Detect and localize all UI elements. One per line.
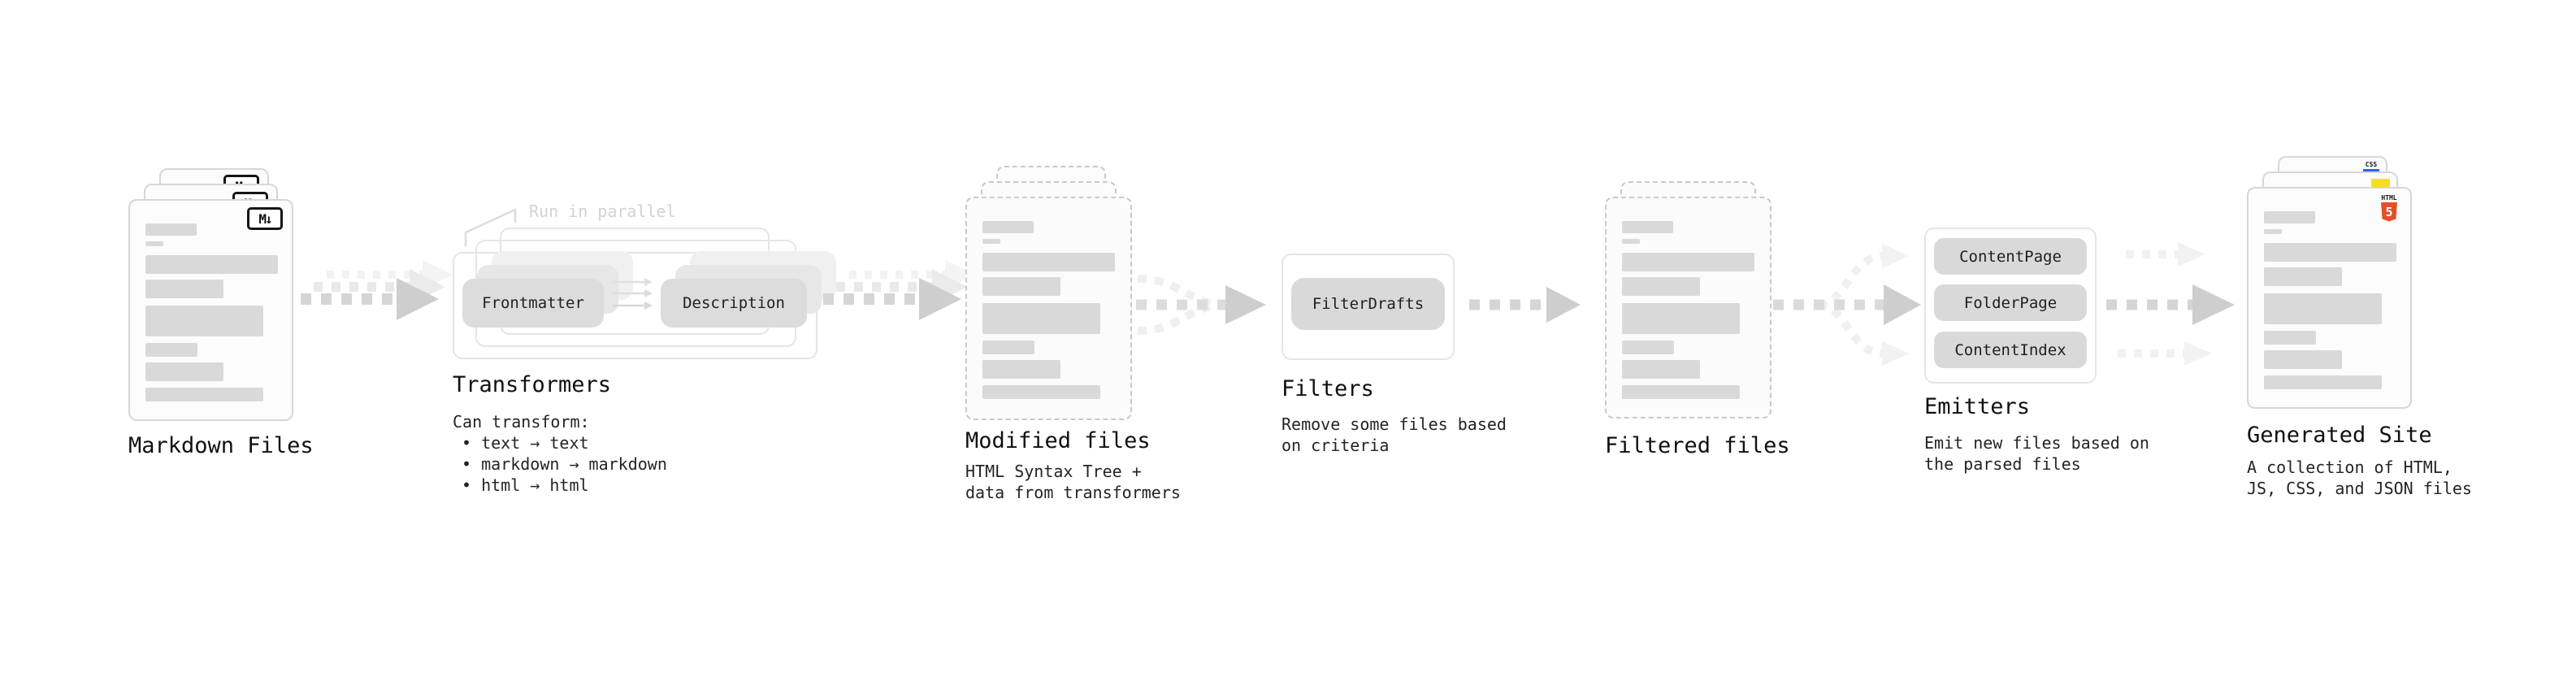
content-bar bbox=[1622, 360, 1700, 379]
content-bar bbox=[145, 306, 263, 336]
content-bar bbox=[2264, 229, 2282, 234]
flow-arrow-triple-icon bbox=[2106, 242, 2235, 366]
content-bar bbox=[982, 221, 1034, 233]
html5-icon: HTML 5 bbox=[2381, 194, 2397, 222]
file-card: HTML 5 bbox=[2247, 187, 2412, 409]
content-bar bbox=[1622, 239, 1640, 244]
stage-label: Filtered files bbox=[1605, 433, 1790, 458]
content-bar bbox=[1622, 385, 1740, 399]
stage-transformers: Run in parallel Frontmatter Description … bbox=[453, 195, 836, 520]
file-content-placeholder bbox=[145, 223, 278, 401]
content-bar bbox=[982, 239, 1000, 244]
content-bar bbox=[1622, 340, 1674, 354]
flow-arrow-icon bbox=[301, 260, 453, 320]
pill-contentpage: ContentPage bbox=[1934, 238, 2087, 275]
flow-arrow-icon bbox=[823, 260, 976, 320]
content-bar bbox=[982, 385, 1100, 399]
content-bar bbox=[145, 255, 278, 274]
file-content-placeholder bbox=[982, 221, 1115, 399]
stage-modified-files: Modified files HTML Syntax Tree + data f… bbox=[965, 166, 1181, 507]
content-bar bbox=[145, 280, 223, 298]
content-bar bbox=[145, 241, 163, 246]
pill-folderpage: FolderPage bbox=[1934, 284, 2087, 321]
content-bar bbox=[1622, 253, 1754, 271]
file-content-placeholder bbox=[2264, 211, 2396, 389]
pill-description: Description bbox=[661, 279, 807, 327]
pill-contentindex: ContentIndex bbox=[1934, 332, 2087, 368]
pill-frontmatter: Frontmatter bbox=[462, 279, 604, 327]
css-icon-bar bbox=[2363, 169, 2379, 172]
description-line: the parsed files bbox=[1924, 454, 2081, 474]
flow-arrow-icon bbox=[1469, 287, 1581, 323]
content-bar bbox=[145, 362, 223, 381]
stage-markdown-files: M↓ M↓ M↓ Markdown Files bbox=[128, 168, 340, 493]
stage-label: Markdown Files bbox=[128, 433, 314, 458]
stage-description: Can transform: • text → text • markdown … bbox=[453, 411, 667, 496]
stage-filters: FilterDrafts Filters Remove some files b… bbox=[1281, 254, 1507, 481]
transform-arrow-icon bbox=[613, 301, 653, 310]
content-bar bbox=[982, 360, 1060, 379]
file-card bbox=[965, 197, 1132, 420]
flow-arrow-merge-icon bbox=[1136, 275, 1266, 335]
content-bar bbox=[2264, 211, 2315, 223]
content-bar bbox=[982, 340, 1034, 354]
stage-label: Generated Site bbox=[2247, 423, 2432, 448]
flow-arrow-split-icon bbox=[1773, 244, 1921, 366]
run-in-parallel-annotation: Run in parallel bbox=[529, 202, 676, 221]
file-content-placeholder bbox=[1622, 221, 1754, 399]
stage-generated-site: CSS HTML 5 Generated Site A collection o… bbox=[2247, 156, 2472, 505]
stage-label: Emitters bbox=[1924, 394, 2031, 419]
description-line: • markdown → markdown bbox=[462, 454, 667, 474]
stage-emitters: ContentPage FolderPage ContentIndex Emit… bbox=[1924, 228, 2149, 488]
stage-filtered-files: Filtered files bbox=[1605, 181, 1816, 506]
content-bar bbox=[2264, 350, 2342, 369]
stage-label: Transformers bbox=[453, 372, 612, 397]
description-line: Emit new files based on bbox=[1924, 433, 2149, 453]
content-bar bbox=[1622, 221, 1673, 233]
annotation-leader-line bbox=[464, 208, 517, 247]
stage-description: A collection of HTML, JS, CSS, and JSON … bbox=[2247, 457, 2472, 499]
transform-arrow-icon bbox=[613, 278, 653, 286]
content-bar bbox=[1622, 277, 1700, 296]
description-line: A collection of HTML, bbox=[2247, 458, 2452, 477]
stage-label: Filters bbox=[1281, 376, 1374, 401]
transform-arrow-icon bbox=[613, 289, 653, 297]
css-icon: CSS bbox=[2363, 161, 2379, 172]
description-line: • html → html bbox=[462, 475, 589, 495]
file-card: M↓ bbox=[128, 199, 293, 421]
content-bar bbox=[145, 388, 263, 401]
stage-description: Remove some files based on criteria bbox=[1281, 414, 1507, 456]
content-bar bbox=[145, 223, 197, 236]
pill-filterdrafts: FilterDrafts bbox=[1291, 278, 1445, 330]
content-bar bbox=[982, 277, 1060, 296]
description-line: Remove some files based bbox=[1281, 414, 1507, 434]
description-line: data from transformers bbox=[965, 483, 1181, 502]
markdown-icon: M↓ bbox=[247, 207, 283, 230]
svg-text:5: 5 bbox=[2385, 205, 2392, 219]
content-bar bbox=[1622, 303, 1740, 334]
description-line: JS, CSS, and JSON files bbox=[2247, 479, 2472, 498]
description-line: HTML Syntax Tree + bbox=[965, 462, 1142, 481]
content-bar bbox=[2264, 331, 2316, 345]
stage-description: HTML Syntax Tree + data from transformer… bbox=[965, 461, 1181, 503]
stage-description: Emit new files based on the parsed files bbox=[1924, 432, 2149, 475]
svg-text:HTML: HTML bbox=[2381, 194, 2396, 202]
content-bar bbox=[982, 303, 1100, 334]
file-card bbox=[1605, 197, 1772, 419]
description-line: on criteria bbox=[1281, 436, 1390, 455]
content-bar bbox=[2264, 267, 2342, 286]
content-bar bbox=[982, 253, 1115, 271]
description-line: Can transform: bbox=[453, 412, 590, 432]
content-bar bbox=[145, 343, 197, 357]
content-bar bbox=[2264, 293, 2382, 324]
description-line: • text → text bbox=[462, 433, 589, 453]
html5-shield bbox=[2381, 202, 2397, 222]
content-bar bbox=[2264, 243, 2396, 262]
content-bar bbox=[2264, 375, 2382, 389]
css-icon-label: CSS bbox=[2365, 161, 2378, 168]
stage-label: Modified files bbox=[965, 428, 1151, 453]
